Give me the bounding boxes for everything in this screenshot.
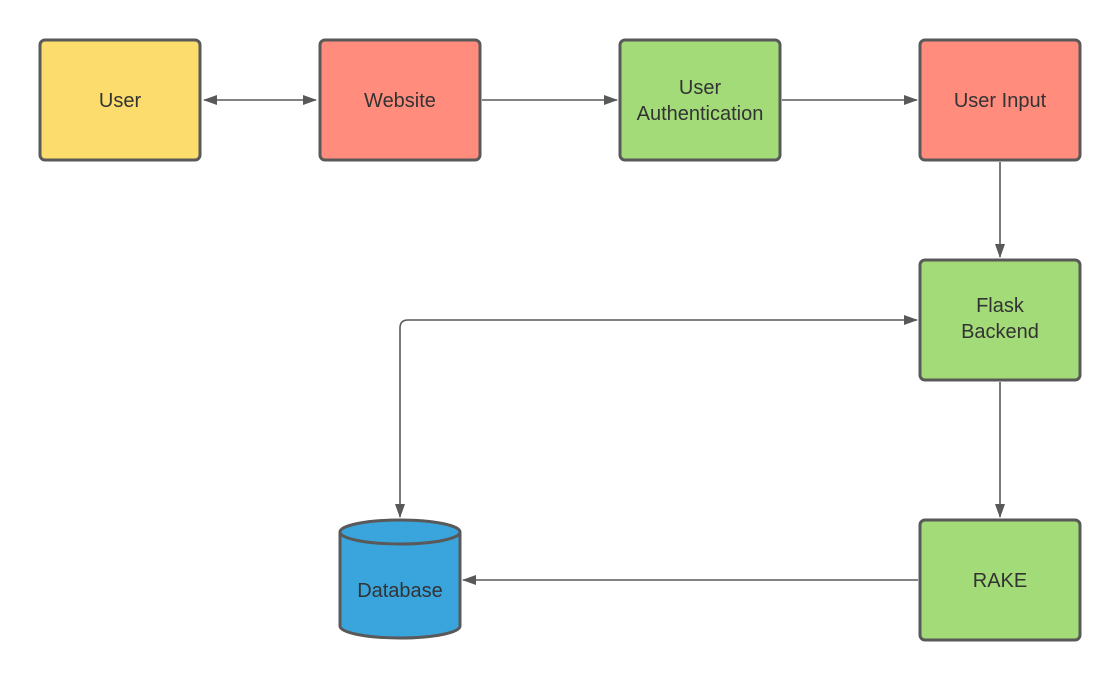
node-website-label: Website	[364, 90, 436, 112]
node-user-box	[38, 38, 202, 162]
node-rake: RAKE	[918, 518, 1082, 642]
node-user-label-line: User	[99, 90, 142, 112]
node-input-box	[918, 38, 1082, 162]
edges	[203, 95, 1005, 585]
node-website: Website	[318, 38, 482, 162]
node-user-label: User	[99, 90, 142, 112]
node-input-label: User Input	[954, 90, 1047, 112]
node-database-rim	[338, 531, 462, 546]
node-rake-label-line: RAKE	[973, 570, 1027, 592]
node-flask-label-line: Backend	[961, 321, 1039, 343]
node-flask-box	[918, 258, 1082, 382]
node-flask-label-line: Flask	[976, 295, 1025, 317]
node-database-label-line: Database	[357, 580, 443, 602]
node-rake-box	[918, 518, 1082, 642]
node-auth-label-line: User	[679, 77, 722, 99]
node-website-box	[318, 38, 482, 162]
node-rake-label: RAKE	[973, 570, 1027, 592]
node-user: User	[38, 38, 202, 162]
node-auth-box	[618, 38, 782, 162]
node-website-label-line: Website	[364, 90, 436, 112]
node-database-label: Database	[357, 580, 443, 602]
node-database: Database	[338, 518, 462, 640]
node-auth-label-line: Authentication	[637, 103, 764, 125]
node-database-cylinder	[338, 518, 462, 640]
node-input-label-line: User Input	[954, 90, 1047, 112]
node-input: User Input	[918, 38, 1082, 162]
edge-flask-database	[395, 315, 918, 518]
